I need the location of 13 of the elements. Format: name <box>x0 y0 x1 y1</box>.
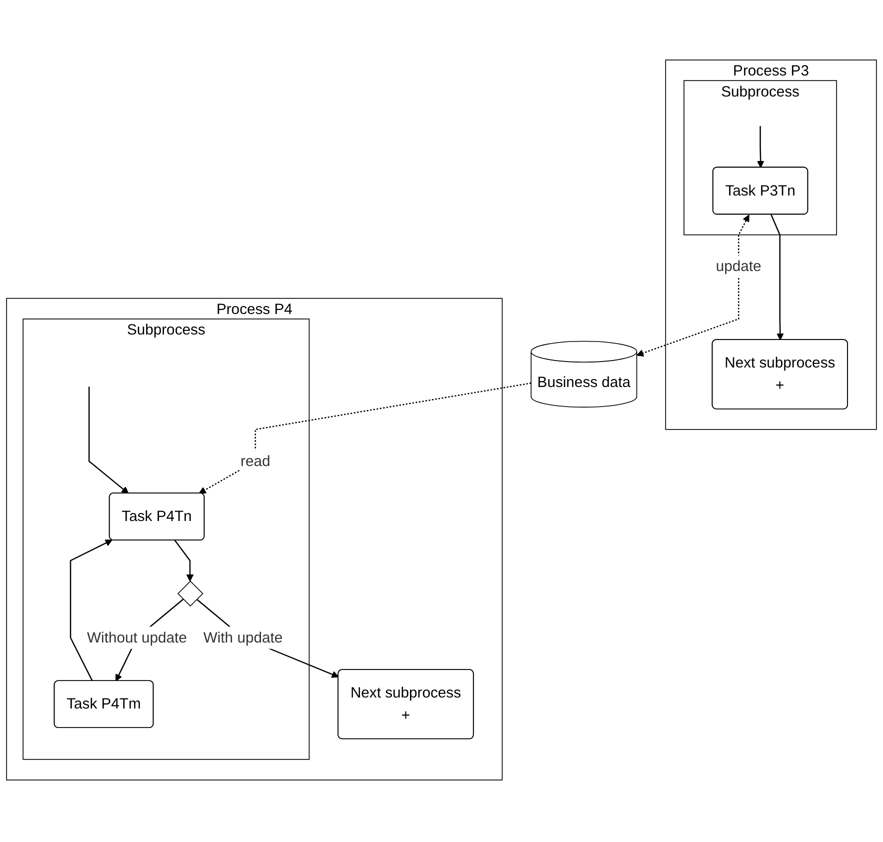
arrow <box>756 126 764 168</box>
arrow <box>174 540 194 582</box>
edge-label: With update <box>203 629 283 646</box>
arrow <box>88 386 129 494</box>
edge-label: read <box>240 452 270 470</box>
arrow <box>770 214 784 340</box>
arrow <box>636 214 750 357</box>
edge-label: Without update <box>87 629 187 646</box>
node-diamond <box>177 580 204 607</box>
arrow <box>70 540 112 682</box>
arrow <box>198 382 532 494</box>
arrow <box>196 598 339 678</box>
edge-label: update <box>716 258 762 274</box>
